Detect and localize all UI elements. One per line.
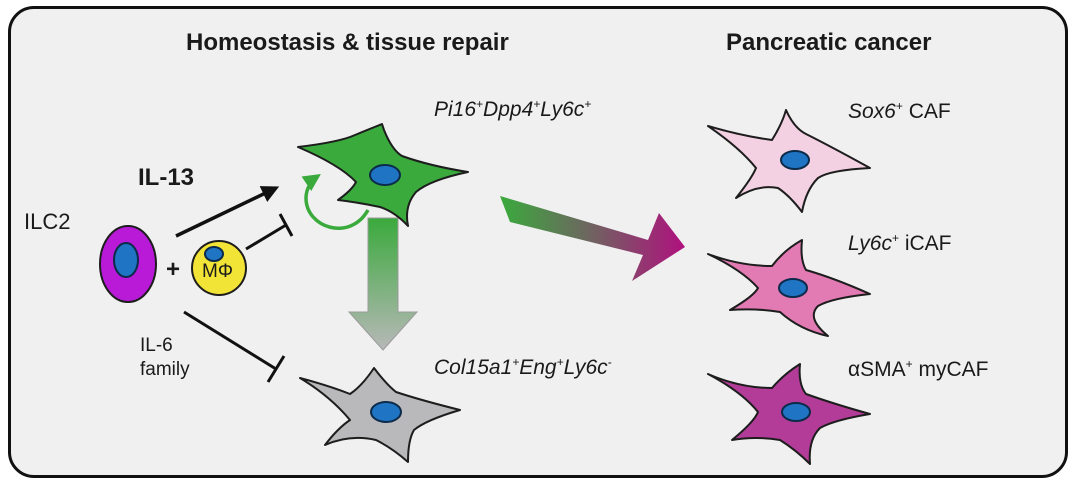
title-homeostasis: Homeostasis & tissue repair	[186, 29, 509, 56]
sma-mycaf-label: αSMA+ myCAF	[848, 357, 989, 381]
macrophage-cell	[191, 240, 247, 296]
ilc2-cell	[99, 225, 157, 303]
il13-label: IL-13	[138, 164, 195, 191]
pi16-fibroblast	[297, 123, 469, 227]
differentiation-arrow-down	[347, 217, 419, 351]
col15a1-label: Col15a1+Eng+Ly6c-	[434, 355, 612, 379]
ly6c-icaf	[707, 239, 871, 337]
il13-arrow	[175, 186, 280, 238]
macrophage-inhibition	[245, 213, 294, 251]
il6-label-line2: family	[140, 359, 190, 380]
sox6-caf	[707, 109, 871, 213]
il6-label-line1: IL-6	[140, 335, 173, 356]
sox6-caf-label: Sox6+ CAF	[848, 99, 951, 123]
col15a1-fibroblast	[299, 367, 461, 463]
ly6c-icaf-label: Ly6c+ iCAF	[848, 231, 952, 255]
ly6c-nucleus	[778, 278, 808, 298]
ilc2-label: ILC2	[24, 209, 71, 234]
transition-arrow-to-cafs	[500, 196, 685, 281]
sox6-nucleus	[780, 150, 810, 170]
macrophage-label: MΦ	[202, 261, 233, 282]
col15a1-nucleus	[370, 401, 402, 423]
pi16-nucleus	[369, 164, 401, 186]
sma-nucleus	[781, 402, 811, 422]
pi16-label: Pi16+Dpp4+Ly6c+	[434, 97, 592, 121]
ilc2-nucleus	[113, 242, 139, 278]
diagram-frame	[8, 6, 1068, 478]
self-renewal-arrow	[301, 174, 370, 230]
plus-sign: +	[166, 256, 181, 283]
macrophage-nucleus	[204, 246, 224, 262]
il6-inhibition	[183, 310, 286, 383]
sma-mycaf	[707, 363, 871, 465]
title-pancreatic-cancer: Pancreatic cancer	[726, 29, 932, 56]
